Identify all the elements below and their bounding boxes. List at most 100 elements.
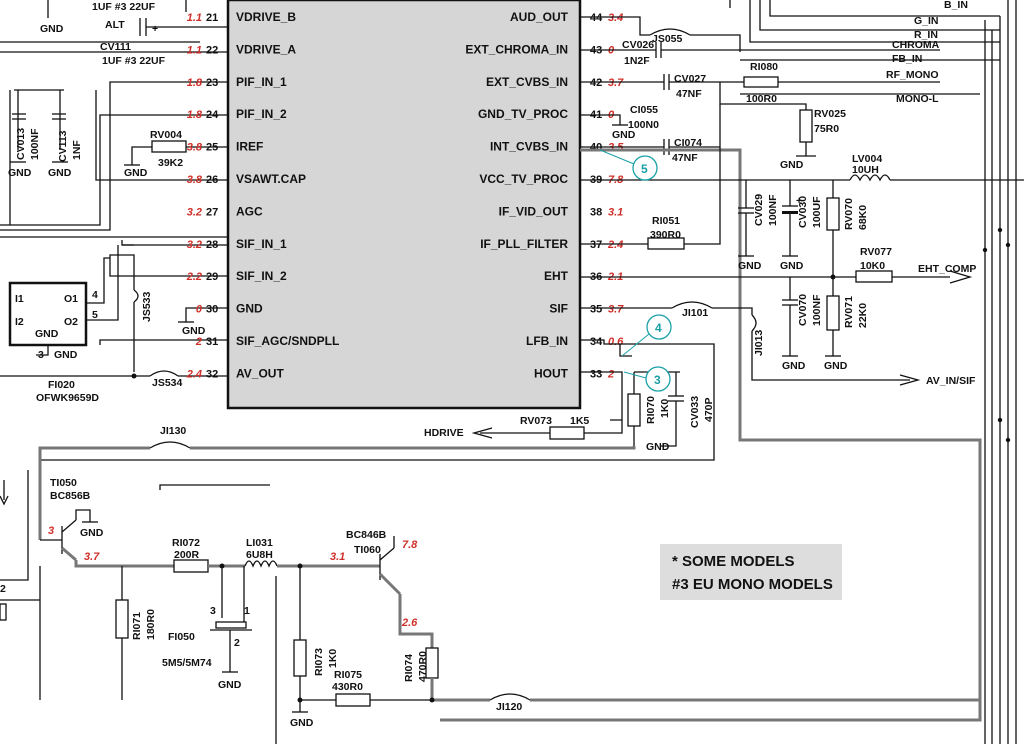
ic-left-pins: VDRIVE_B211.1VDRIVE_A221.1PIF_IN_1231.8P… bbox=[186, 10, 340, 380]
cv026-value: 1N2F bbox=[624, 55, 650, 67]
fi050-p1: 1 bbox=[244, 605, 250, 617]
ic-pin-number: 34 bbox=[590, 336, 603, 348]
ic-pin-name: PIF_IN_2 bbox=[236, 107, 287, 121]
ic-pin-name: IREF bbox=[236, 140, 263, 154]
gnd-label: GND bbox=[54, 349, 78, 361]
bottom-voltages: 3 3.7 3.1 7.8 2.6 bbox=[48, 525, 418, 629]
net-g-in: G_IN bbox=[914, 15, 939, 27]
ti060-base-voltage: 3.1 bbox=[330, 551, 345, 563]
ri051-value: 390R0 bbox=[650, 229, 681, 241]
ri080-value: 100R0 bbox=[746, 93, 777, 105]
gnd-label: GND bbox=[646, 441, 670, 453]
fi020-pin3: 3 bbox=[38, 349, 44, 361]
ti060-part: BC846B bbox=[346, 529, 387, 541]
notes-box: * SOME MODELS #3 EU MONO MODELS bbox=[660, 544, 842, 600]
fi020-i1: I1 bbox=[15, 293, 24, 305]
cv070-label: CV070 bbox=[797, 294, 809, 326]
js055-label: JS055 bbox=[652, 33, 683, 45]
ic-pin-voltage: 3.7 bbox=[608, 77, 624, 89]
rv070-value: 68K0 bbox=[857, 205, 869, 230]
ic-pin-number: 35 bbox=[590, 304, 602, 316]
ic-pin-number: 38 bbox=[590, 206, 602, 218]
ic-pin-number: 31 bbox=[206, 336, 218, 348]
ic-pin-name: GND_TV_PROC bbox=[478, 107, 568, 121]
rv077-label: RV077 bbox=[860, 246, 892, 258]
fi050-p3: 3 bbox=[210, 605, 216, 617]
ic-pin-name: IF_VID_OUT bbox=[499, 204, 569, 218]
ic-pin-voltage: 2 bbox=[607, 368, 614, 380]
net-fb-in: FB_IN bbox=[892, 53, 922, 65]
ic-pin-number: 26 bbox=[206, 174, 218, 186]
rv004-label: RV004 bbox=[150, 129, 182, 141]
ic-pin-number: 24 bbox=[206, 109, 219, 121]
fi020-label: FI020 bbox=[48, 379, 75, 391]
ic-pin-name: PIF_IN_1 bbox=[236, 75, 287, 89]
ic-pin-voltage: 0 bbox=[196, 304, 203, 316]
rv071-label: RV071 bbox=[843, 296, 855, 328]
fi020-pin4: 4 bbox=[92, 289, 98, 301]
cv070-value: 100NF bbox=[811, 294, 823, 326]
lv004-value: 10UH bbox=[852, 164, 879, 176]
ri080-label: RI080 bbox=[750, 61, 778, 73]
main-ic: VDRIVE_B211.1VDRIVE_A221.1PIF_IN_1231.8P… bbox=[186, 0, 624, 410]
ic-pin-number: 28 bbox=[206, 239, 218, 251]
cv033-value: 470P bbox=[703, 397, 715, 422]
gnd-label: GND bbox=[780, 159, 804, 171]
gnd-label: GND bbox=[738, 260, 762, 272]
ti050-label: TI050 bbox=[50, 477, 77, 489]
ri071-label: RI071 bbox=[131, 612, 143, 640]
svg-text:+: + bbox=[796, 195, 802, 207]
ri074-label: RI074 bbox=[403, 654, 415, 682]
ic-pin-voltage: 3.7 bbox=[608, 304, 624, 316]
ic-pin-voltage: 1.1 bbox=[187, 44, 202, 56]
gnd-label: GND bbox=[35, 328, 59, 340]
bottom-circuit: JI130 TI050 BC856B GND RI071 180R0 RI072… bbox=[0, 425, 980, 744]
ji013-label: JI013 bbox=[753, 330, 765, 356]
ic-pin-name: IF_PLL_FILTER bbox=[480, 237, 568, 251]
right-region: B_IN G_IN R_IN JS055 CV026 1N2F CHROMA F… bbox=[39, 0, 1024, 744]
ic-pin-name: SIF_AGC/SNDPLL bbox=[236, 334, 339, 348]
gnd-label: GND bbox=[290, 717, 314, 729]
bubble-5: 5 bbox=[641, 162, 648, 176]
ic-pin-name: GND bbox=[236, 302, 263, 316]
rv070-label: RV070 bbox=[843, 198, 855, 230]
fi020-i2: I2 bbox=[15, 316, 24, 328]
net-chroma: CHROMA bbox=[892, 39, 940, 51]
gnd-label: GND bbox=[218, 679, 242, 691]
cv029-value: 100NF bbox=[767, 194, 779, 226]
gnd-label: GND bbox=[182, 325, 206, 337]
rv073-value: 1K5 bbox=[570, 415, 589, 427]
rv071-value: 22K0 bbox=[857, 303, 869, 328]
gnd-label: GND bbox=[40, 23, 64, 35]
ic-pin-voltage: 2 bbox=[195, 336, 202, 348]
fi020-part: OFWK9659D bbox=[36, 392, 99, 404]
net-rf-mono: RF_MONO bbox=[886, 69, 939, 81]
ic-pin-voltage: 1.8 bbox=[187, 109, 203, 121]
ri072-value: 200R bbox=[174, 549, 200, 561]
fi020-pin5: 5 bbox=[92, 309, 98, 321]
ti060-label: TI060 bbox=[354, 544, 381, 556]
lv004-label: LV004 bbox=[852, 153, 882, 165]
note-some-models: * SOME MODELS bbox=[672, 553, 795, 570]
ci055-value: 100N0 bbox=[628, 119, 659, 131]
ic-pin-voltage: 1.1 bbox=[187, 12, 202, 24]
bubble-3: 3 bbox=[654, 373, 661, 387]
ic-pin-name: EXT_CVBS_IN bbox=[486, 75, 568, 89]
cv013-label: CV013 bbox=[15, 128, 27, 160]
ic-pin-name: LFB_IN bbox=[526, 334, 568, 348]
svg-text:2: 2 bbox=[0, 583, 6, 595]
ic-pin-voltage: 3.8 bbox=[187, 142, 203, 154]
ic-pin-name: AUD_OUT bbox=[510, 10, 569, 24]
ic-pin-name: HOUT bbox=[534, 366, 569, 380]
ic-pin-name: AV_OUT bbox=[236, 366, 284, 380]
ri073-label: RI073 bbox=[313, 648, 325, 676]
net-hdrive: HDRIVE bbox=[424, 427, 464, 439]
js534-label: JS534 bbox=[152, 377, 183, 389]
gnd-label: GND bbox=[780, 260, 804, 272]
cv-top-value: 1UF #3 22UF bbox=[92, 1, 156, 13]
net-bubbles: 5 4 3 bbox=[599, 149, 672, 392]
ic-pin-number: 22 bbox=[206, 44, 218, 56]
ic-pin-number: 21 bbox=[206, 12, 218, 24]
